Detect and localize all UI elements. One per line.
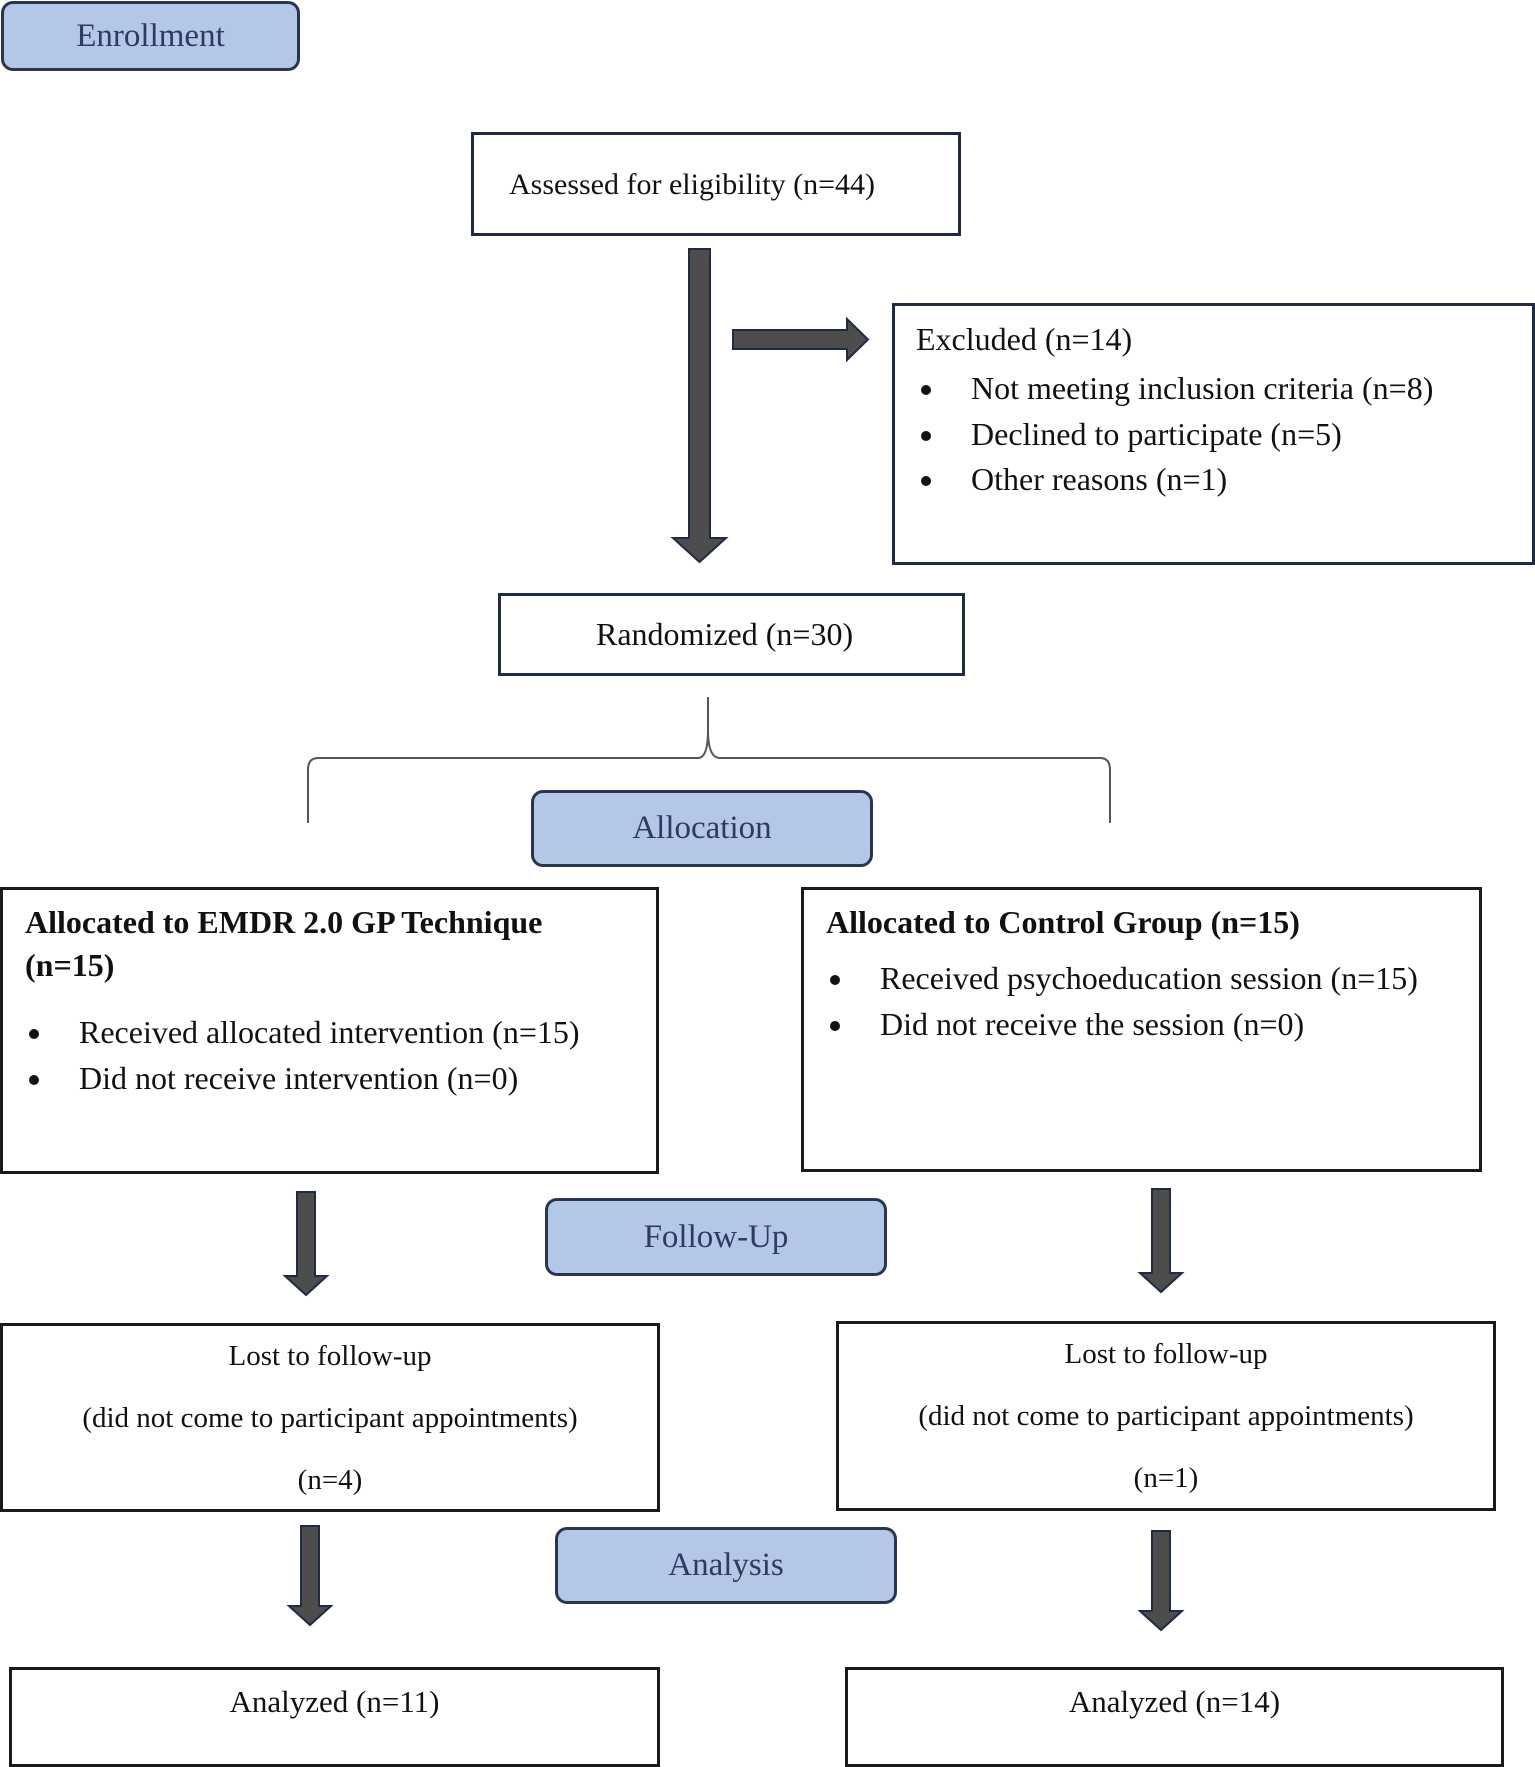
control-item: Received psychoeducation session (n=15) xyxy=(828,956,1418,1002)
excluded-reason-text: Other reasons (n=1) xyxy=(971,461,1228,497)
intervention-analyzed-text: Analyzed (n=11) xyxy=(229,1684,440,1719)
stage-label-enrollment: Enrollment xyxy=(1,1,300,71)
intervention-analyzed-box: Analyzed (n=11) xyxy=(9,1667,660,1767)
control-allocation-box: Allocated to Control Group (n=15) Receiv… xyxy=(801,887,1482,1172)
control-lost-reason: (did not come to participant appointment… xyxy=(918,1400,1414,1432)
intervention-title-line1: Allocated to EMDR 2.0 GP Technique xyxy=(25,904,543,940)
excluded-reason-item: Other reasons (n=1) xyxy=(919,457,1433,503)
control-item: Did not receive the session (n=0) xyxy=(828,1002,1418,1048)
control-item-text: Received psychoeducation session (n=15) xyxy=(880,960,1418,996)
bullet-icon xyxy=(921,476,931,486)
excluded-reason-item: Not meeting inclusion criteria (n=8) xyxy=(919,366,1433,412)
intervention-item-text: Did not receive intervention (n=0) xyxy=(79,1059,519,1096)
control-lost-count: (n=1) xyxy=(1133,1462,1199,1494)
excluded-reason-text: Declined to participate (n=5) xyxy=(971,415,1342,452)
stage-label-text: Enrollment xyxy=(76,17,225,54)
excluded-box: Excluded (n=14) Not meeting inclusion cr… xyxy=(892,303,1535,565)
control-lost-title: Lost to follow-up xyxy=(1064,1338,1268,1370)
excluded-reason-item: Declined to participate (n=5) xyxy=(919,412,1433,458)
excluded-reasons-list: Not meeting inclusion criteria (n=8) Dec… xyxy=(919,366,1433,503)
assessed-text: Assessed for eligibility (n=44) xyxy=(509,168,876,201)
control-items-list: Received psychoeducation session (n=15) … xyxy=(828,956,1418,1047)
stage-label-follow-up: Follow-Up xyxy=(545,1198,887,1276)
arrow-assessed-to-randomized xyxy=(670,248,729,564)
bullet-icon xyxy=(830,975,840,985)
bullet-icon xyxy=(29,1029,39,1039)
control-lost-box: Lost to follow-up (did not come to parti… xyxy=(836,1321,1496,1511)
allocation-bracket-right xyxy=(707,697,1111,823)
stage-label-text: Follow-Up xyxy=(643,1218,789,1255)
intervention-item-text: Received allocated intervention (n=15) xyxy=(79,1014,580,1050)
arrow-right-to-analysis xyxy=(1137,1530,1185,1632)
intervention-lost-title: Lost to follow-up xyxy=(228,1340,432,1372)
control-analyzed-box: Analyzed (n=14) xyxy=(845,1667,1504,1767)
intervention-lost-box: Lost to follow-up (did not come to parti… xyxy=(0,1323,660,1512)
randomized-box: Randomized (n=30) xyxy=(498,593,965,676)
arrow-right-to-follow-up xyxy=(1137,1188,1185,1294)
stage-label-text: Allocation xyxy=(632,810,772,846)
control-title: Allocated to Control Group (n=15) xyxy=(826,904,1300,940)
stage-label-allocation: Allocation xyxy=(531,790,873,867)
arrow-left-to-analysis xyxy=(286,1525,334,1627)
intervention-lost-reason: (did not come to participant appointment… xyxy=(82,1402,578,1434)
randomized-text: Randomized (n=30) xyxy=(596,616,854,652)
intervention-title-line2: (n=15) xyxy=(25,947,115,983)
bullet-icon xyxy=(29,1074,39,1085)
excluded-title: Excluded (n=14) xyxy=(916,321,1133,357)
stage-label-text: Analysis xyxy=(668,1547,784,1583)
stage-label-analysis: Analysis xyxy=(555,1527,897,1604)
allocation-bracket xyxy=(307,697,709,823)
control-item-text: Did not receive the session (n=0) xyxy=(880,1005,1305,1042)
intervention-items-list: Received allocated intervention (n=15) D… xyxy=(27,1010,580,1101)
arrow-to-excluded xyxy=(732,316,870,363)
bullet-icon xyxy=(921,385,931,395)
intervention-item: Did not receive intervention (n=0) xyxy=(27,1056,580,1102)
arrow-left-to-follow-up xyxy=(282,1191,330,1297)
intervention-item: Received allocated intervention (n=15) xyxy=(27,1010,580,1056)
intervention-lost-count: (n=4) xyxy=(297,1464,363,1496)
excluded-reason-text: Not meeting inclusion criteria (n=8) xyxy=(971,370,1434,406)
intervention-allocation-box: Allocated to EMDR 2.0 GP Technique (n=15… xyxy=(0,887,659,1174)
assessed-box: Assessed for eligibility (n=44) xyxy=(471,132,961,236)
bullet-icon xyxy=(921,430,931,441)
control-analyzed-text: Analyzed (n=14) xyxy=(1068,1684,1281,1719)
bullet-icon xyxy=(830,1020,840,1031)
